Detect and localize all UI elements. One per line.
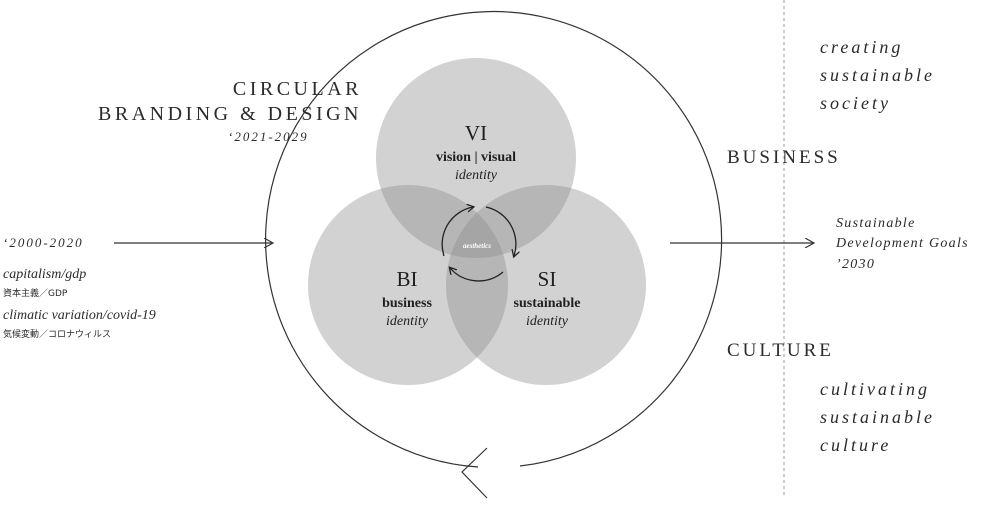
goals-line1: Sustainable bbox=[836, 216, 916, 231]
venn-circle-vi bbox=[376, 58, 576, 258]
right-top-2: sustainable bbox=[820, 65, 935, 85]
venn-circle-si bbox=[446, 185, 646, 385]
outer-cycle-arrowhead bbox=[461, 447, 488, 499]
left-item2-jp: 気候変動／コロナウィルス bbox=[3, 328, 111, 340]
bi-line2: identity bbox=[386, 314, 429, 329]
right-top-3: society bbox=[820, 93, 891, 113]
vi-line2: identity bbox=[455, 168, 498, 183]
vi-line1: vision | visual bbox=[436, 150, 516, 165]
bi-line1: business bbox=[382, 296, 432, 311]
cycle-arrow-3 bbox=[450, 268, 504, 282]
title-line1: CIRCULAR bbox=[233, 78, 362, 100]
right-bottom-2: sustainable bbox=[820, 407, 935, 427]
si-line1: sustainable bbox=[514, 296, 581, 311]
goals-line3: ’2030 bbox=[836, 257, 875, 272]
cycle-arrow-2 bbox=[485, 206, 516, 256]
venn-circle-bi bbox=[308, 185, 508, 385]
business-heading: BUSINESS bbox=[727, 147, 841, 168]
left-item1-en: capitalism/gdp bbox=[3, 267, 86, 282]
center-label: aesthetics bbox=[463, 242, 491, 250]
right-top-1: creating bbox=[820, 37, 903, 57]
center-cycle bbox=[441, 206, 516, 282]
left-item1-jp: 資本主義／GDP bbox=[3, 287, 68, 299]
title-line2: BRANDING & DESIGN bbox=[98, 103, 362, 125]
culture-heading: CULTURE bbox=[727, 340, 834, 361]
vi-abbr: VI bbox=[465, 121, 487, 145]
goals-line2: Development Goals bbox=[835, 236, 969, 251]
venn-diagram bbox=[308, 58, 646, 385]
right-bottom-3: culture bbox=[820, 435, 891, 455]
outer-cycle-arc bbox=[265, 10, 723, 468]
si-line2: identity bbox=[526, 314, 569, 329]
left-item2-en: climatic variation/covid-19 bbox=[3, 308, 156, 323]
left-years: ‘2000-2020 bbox=[3, 235, 84, 250]
si-abbr: SI bbox=[538, 267, 557, 291]
cycle-arrow-1 bbox=[441, 207, 473, 257]
right-bottom-1: cultivating bbox=[820, 379, 930, 399]
bi-abbr: BI bbox=[397, 267, 418, 291]
title-years: ‘2021-2029 bbox=[228, 129, 309, 144]
